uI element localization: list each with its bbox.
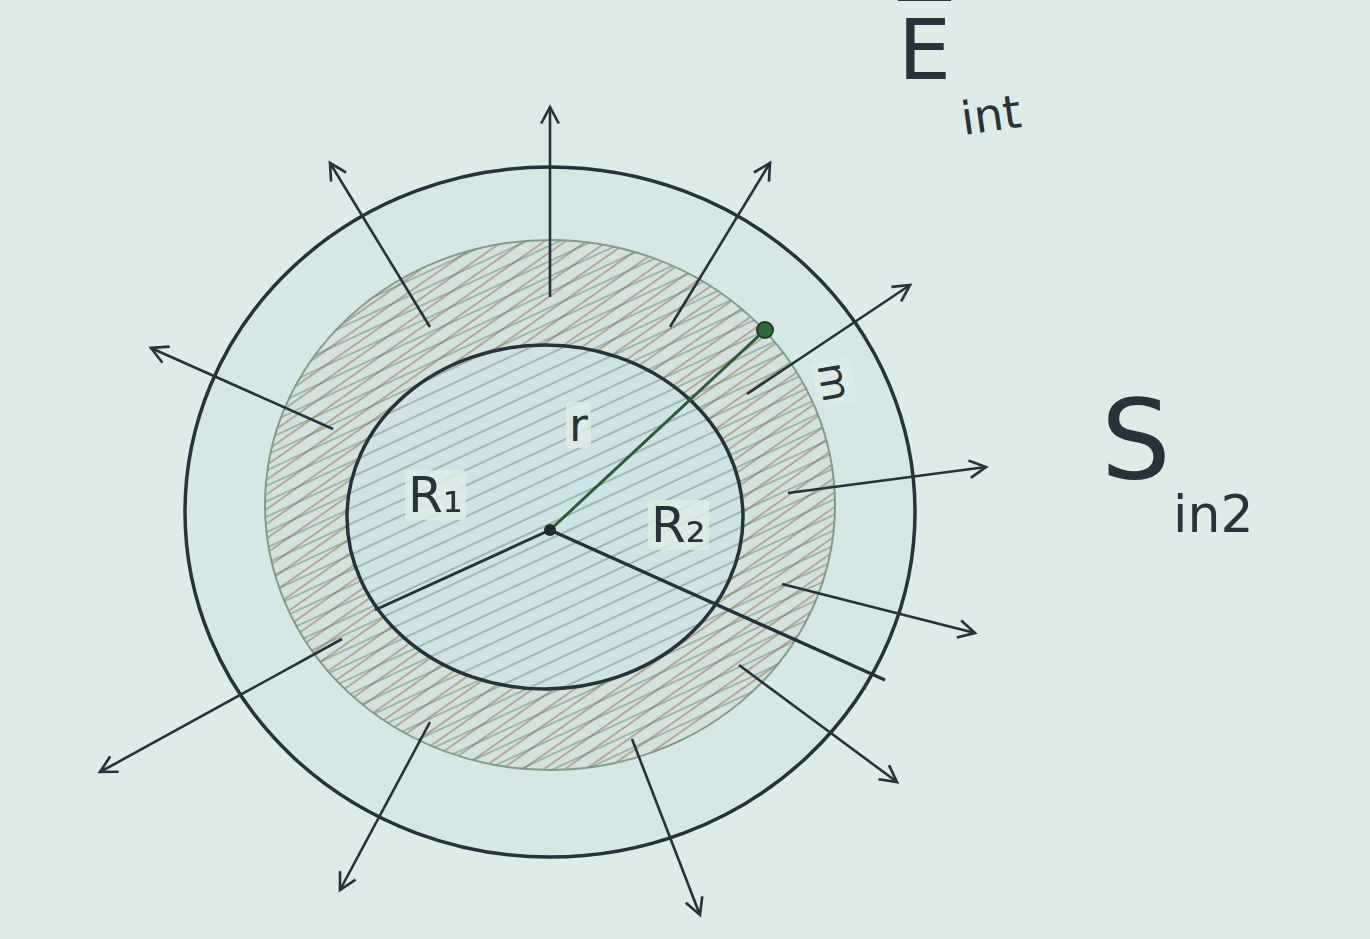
radius-line: [375, 530, 550, 610]
radius-label: r: [566, 402, 591, 448]
surface-subscript: in2: [1170, 488, 1257, 540]
field-arrows: [100, 107, 986, 915]
gauss-region: [265, 240, 835, 770]
field-point: [757, 322, 773, 338]
charge-hatching: [265, 240, 835, 770]
radius-label: R₂: [648, 500, 709, 550]
inner-sphere: [347, 345, 743, 689]
radius-line: [550, 530, 885, 680]
point-label: m: [811, 356, 858, 407]
radius-label: R₁: [405, 470, 466, 520]
gaussian-surface: [265, 240, 835, 770]
field-symbol: E: [895, 8, 954, 92]
inner-hatching: [265, 240, 835, 770]
surface-symbol: S: [1098, 385, 1174, 495]
field-subscript: int: [955, 88, 1027, 143]
center-dot: [544, 524, 556, 536]
